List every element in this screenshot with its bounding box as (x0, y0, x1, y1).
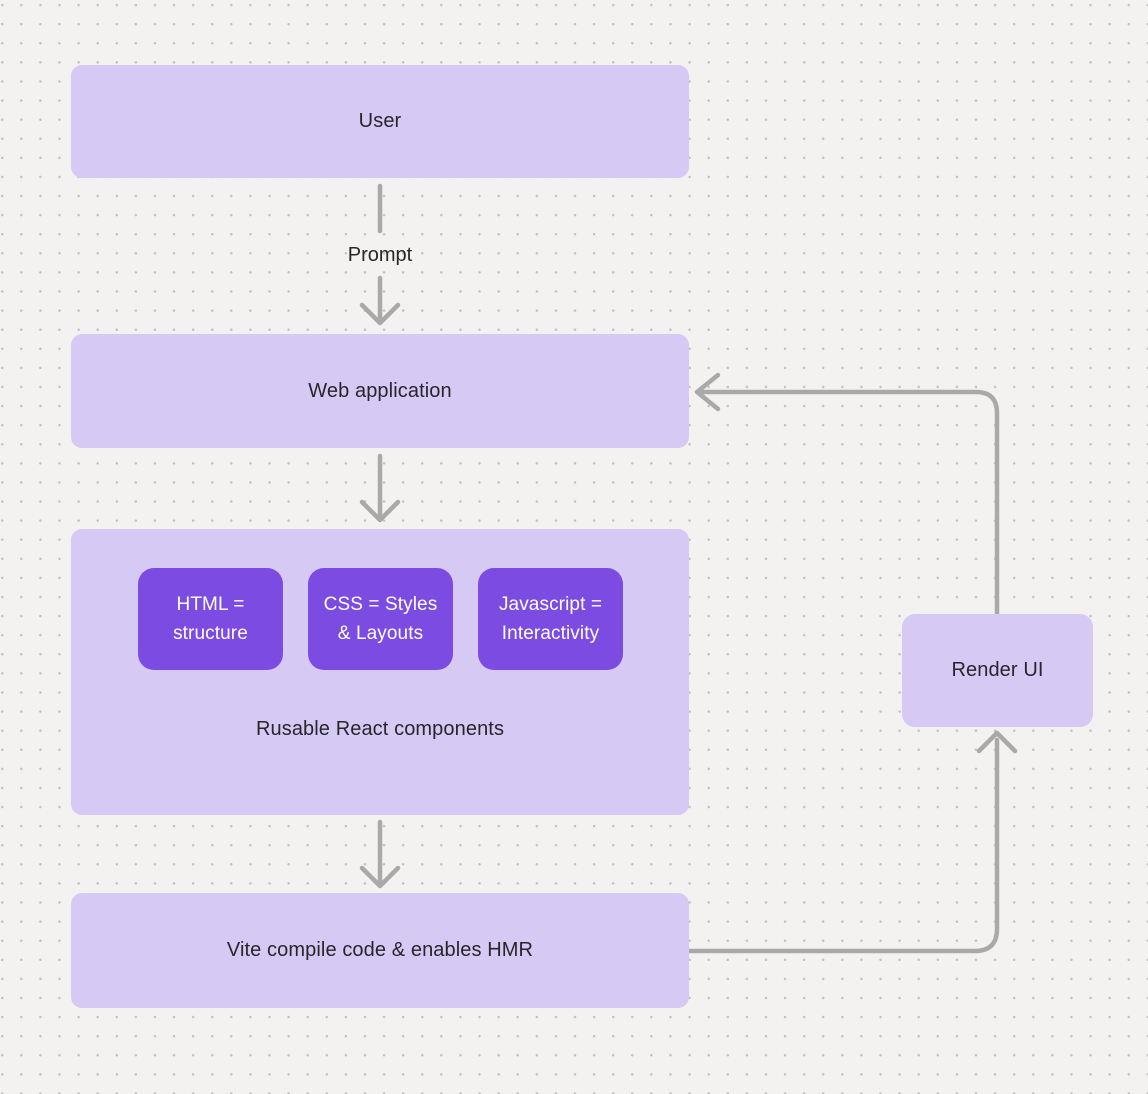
node-web-application: Web application (71, 334, 689, 448)
node-vite-label: Vite compile code & enables HMR (226, 939, 534, 961)
edge-webapp-to-components-arrow (359, 453, 401, 523)
chip-javascript-line1: Javascript = (498, 594, 603, 615)
components-caption: Rusable React components (255, 718, 505, 740)
node-web-application-label: Web application (308, 379, 452, 402)
edge-renderui-to-webapp-arrow (694, 372, 1000, 617)
chip-css-line1: CSS = Styles (323, 594, 438, 615)
edge-label-prompt: Prompt (347, 244, 413, 266)
node-components-group: HTML = structure CSS = Styles & Layouts … (71, 529, 689, 815)
chip-html-line1: HTML = (176, 594, 245, 615)
node-user: User (71, 65, 689, 178)
chip-css: CSS = Styles & Layouts (308, 568, 453, 670)
edge-components-to-vite-arrow (359, 819, 401, 889)
edge-vite-to-renderui-arrow (686, 730, 1018, 954)
edge-prompt-to-webapp-arrow (359, 275, 401, 326)
chip-javascript: Javascript = Interactivity (478, 568, 623, 670)
components-chip-row: HTML = structure CSS = Styles & Layouts … (138, 568, 623, 670)
node-vite: Vite compile code & enables HMR (71, 893, 689, 1008)
chip-html: HTML = structure (138, 568, 283, 670)
chip-javascript-line2: Interactivity (501, 623, 600, 644)
node-render-ui: Render UI (902, 614, 1093, 727)
chip-html-line2: structure (173, 623, 248, 644)
node-user-label: User (358, 110, 402, 132)
chip-css-line2: & Layouts (337, 623, 424, 644)
node-render-ui-label: Render UI (951, 659, 1044, 681)
